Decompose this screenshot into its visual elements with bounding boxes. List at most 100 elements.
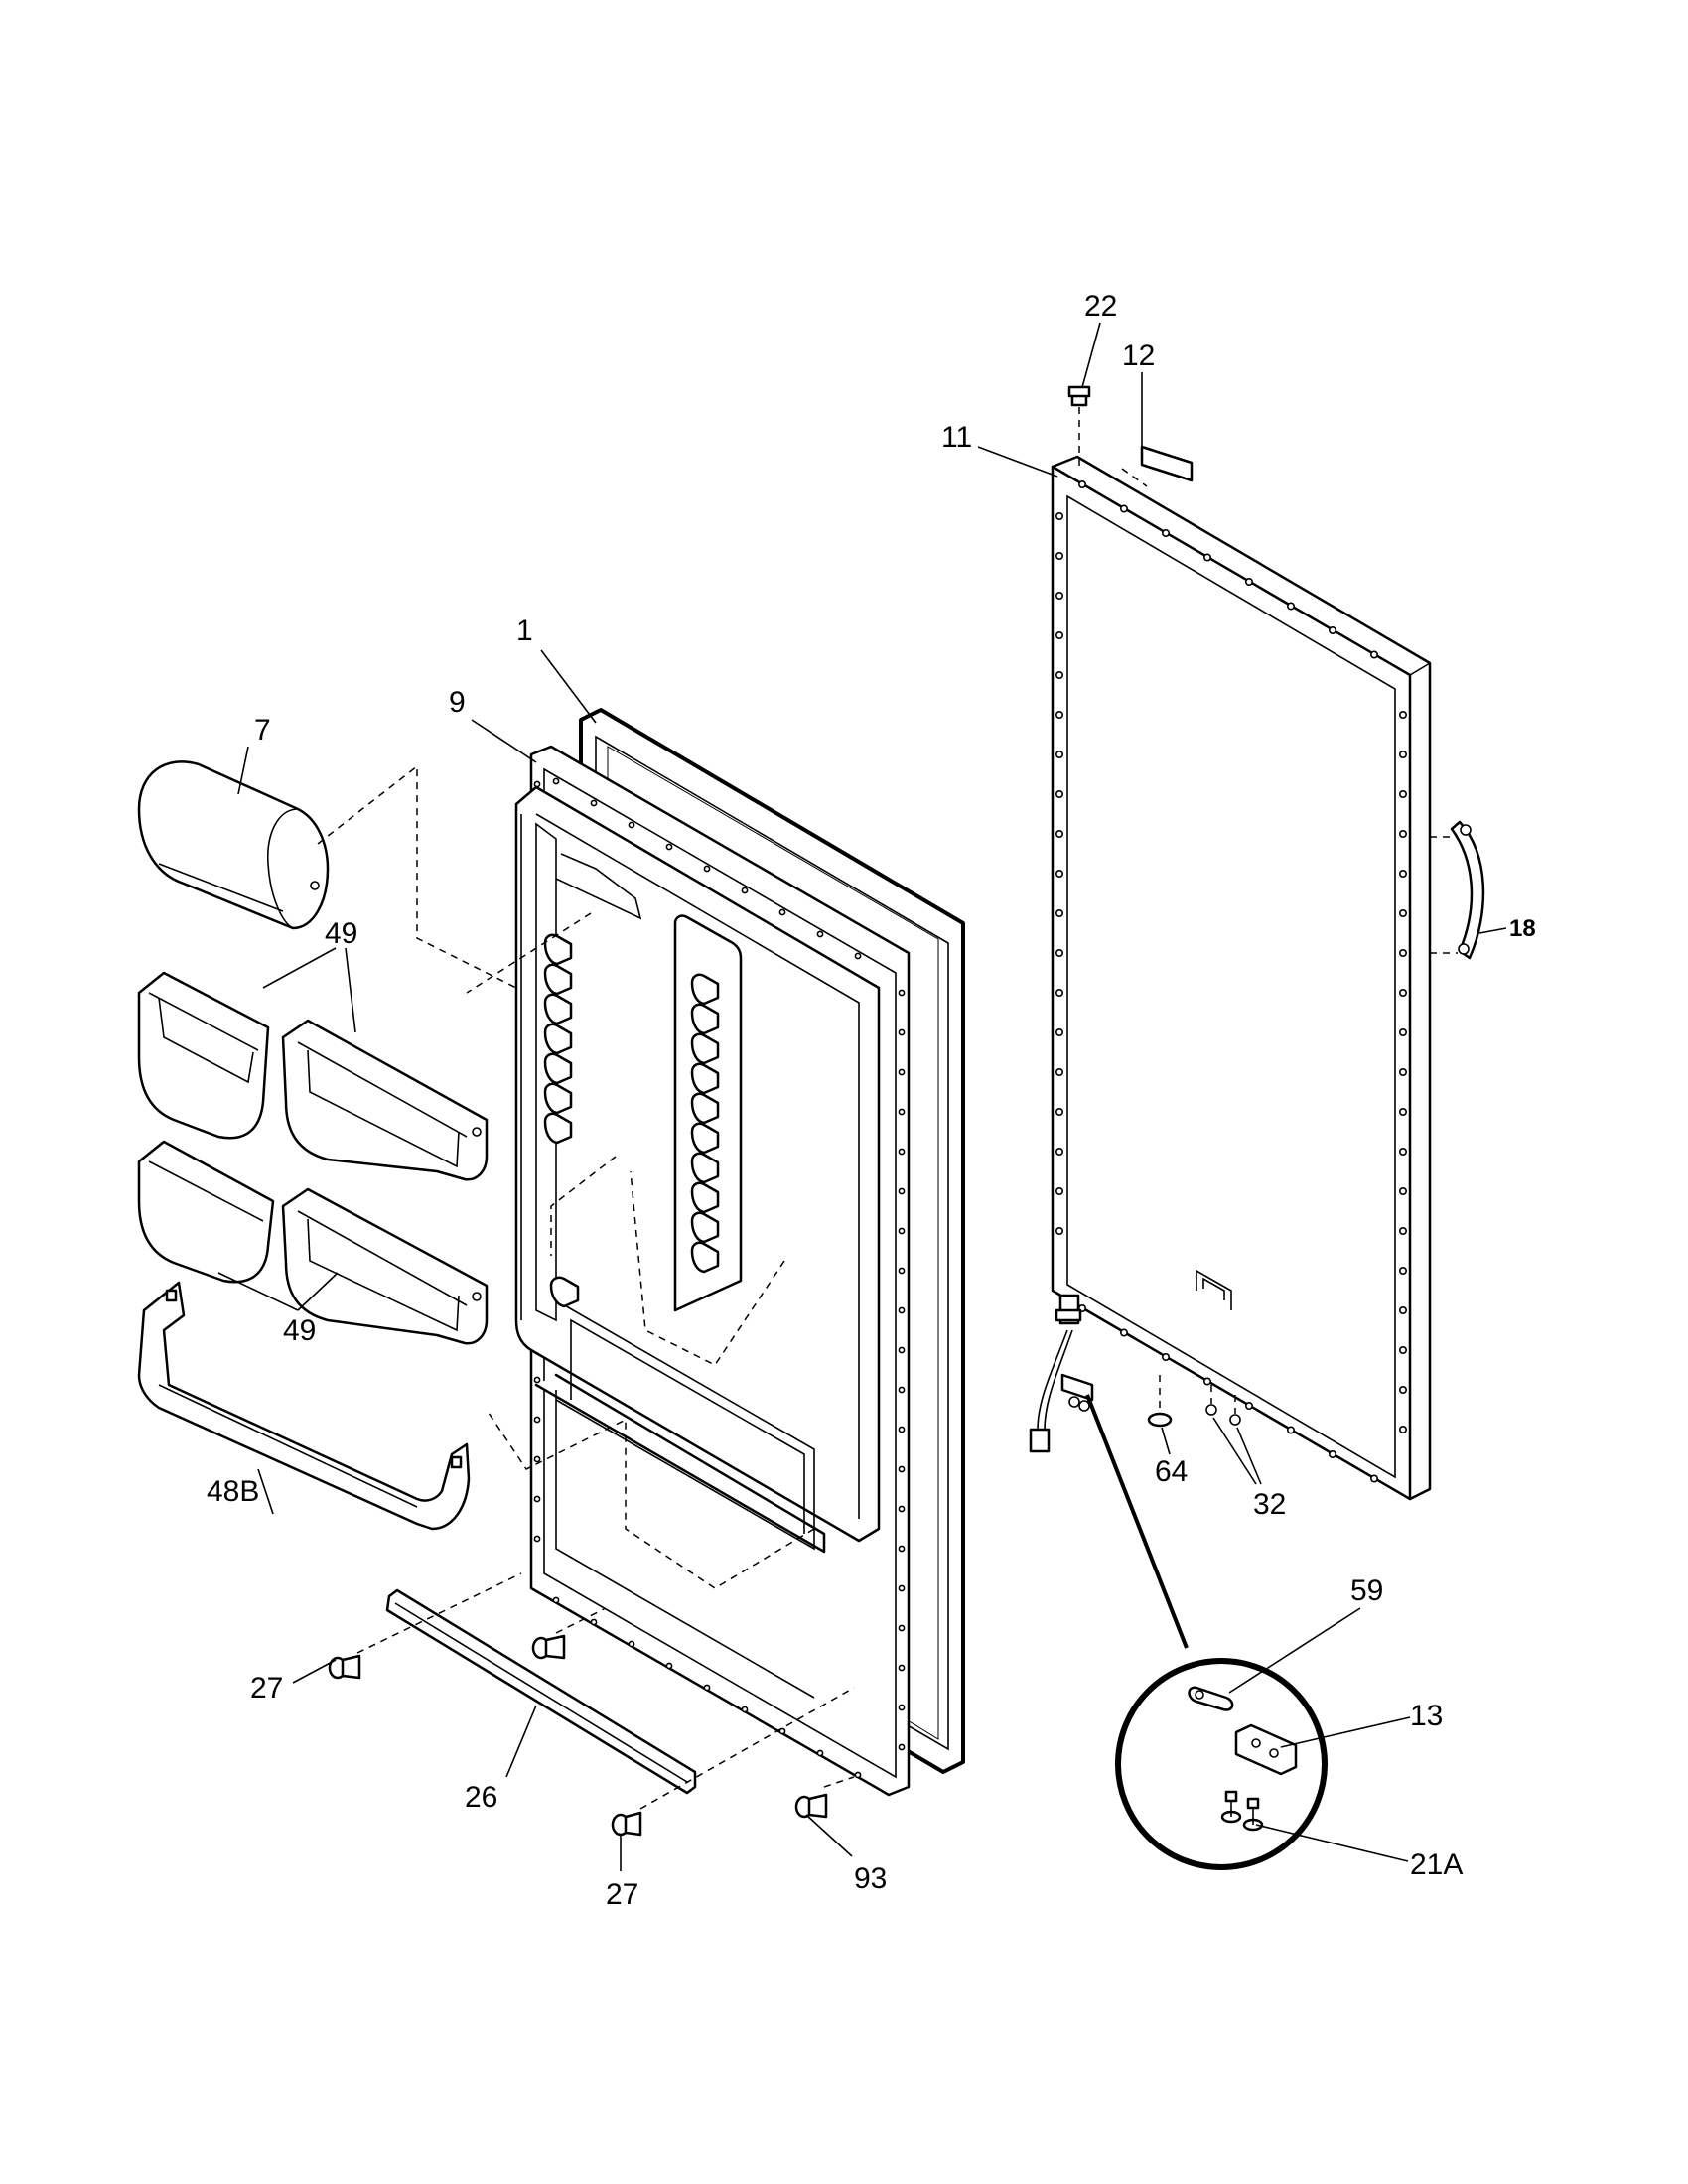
panel-hole [1399,908,1408,917]
liner-hole [898,1108,906,1116]
shelf-button [690,1181,720,1214]
liner-hole [898,1267,906,1275]
panel-hole [1203,1377,1212,1386]
liner-hole [533,1535,541,1543]
panel-hole [1078,479,1087,488]
shelf-button [543,1112,573,1145]
panel-hole [1120,504,1129,513]
callout-13: 13 [1410,1700,1443,1732]
liner-hole [552,777,560,785]
liner-hole [741,887,749,894]
panel-hole [1399,1267,1408,1276]
callout-1: 1 [516,614,533,647]
liner-hole [665,843,673,851]
hinge-pin-top [1067,385,1091,467]
liner-hole [665,1662,673,1670]
callout-22: 22 [1084,290,1117,323]
panel-hole [1055,591,1064,600]
panel-hole [1203,553,1212,562]
panel-hole [1399,1148,1408,1157]
door-bin-lower-left [137,1140,275,1284]
liner-hole [552,1596,560,1604]
label-plate [1121,445,1194,487]
liner-hole [533,780,541,788]
screw-93 [794,1793,828,1819]
panel-hole [1399,988,1408,997]
liner-hole [898,1743,906,1751]
callout-7: 7 [254,714,271,747]
callout-32: 32 [1253,1488,1286,1521]
liner-hole [816,930,824,938]
panel-hole [1287,602,1296,611]
panel-hole [1245,577,1254,586]
panel-hole [1399,1227,1408,1236]
liner-hole [898,1148,906,1156]
leader-lines [217,322,1507,1871]
panel-hole [1162,1353,1171,1362]
panel-hole [1055,670,1064,679]
door-shelf-liner [514,785,881,1699]
outer-door-panel [1051,455,1432,1501]
panel-hole [1245,1402,1254,1411]
panel-hole [1055,1187,1064,1196]
screw-top-center [531,1634,566,1660]
panel-hole [1399,869,1408,878]
liner-hole [590,1618,598,1626]
liner-hole [854,1771,862,1779]
panel-hole [1399,1426,1408,1434]
panel-hole [1055,630,1064,639]
panel-hole [1162,528,1171,537]
liner-hole [854,952,862,960]
callout-48b: 48B [207,1475,259,1508]
callout-93: 93 [854,1862,887,1895]
liner-hole [898,1426,906,1433]
callout-11: 11 [941,421,972,454]
panel-hole [1399,789,1408,798]
panel-hole [1399,710,1408,719]
callout-27-lower: 27 [606,1878,638,1911]
liner-hole [898,1584,906,1592]
hinge-detail-circle [1085,1394,1328,1870]
callout-12: 12 [1122,340,1155,372]
liner-hole [778,1727,786,1735]
door-bin-lower-right [281,1187,489,1345]
shelf-button [690,1003,720,1035]
callout-21a: 21A [1410,1848,1463,1881]
liner-hole [533,1455,541,1463]
shelf-button [690,1092,720,1125]
liner-hole [703,1684,711,1692]
liner-hole [816,1749,824,1757]
panel-hole [1329,625,1337,634]
liner-hole [898,1704,906,1711]
panel-hole [1370,1474,1379,1483]
panel-hole [1055,1227,1064,1236]
panel-hole [1055,789,1064,798]
panel-hole [1399,750,1408,758]
callout-49-upper: 49 [325,917,357,950]
bottom-trim-strip [385,1588,697,1795]
panel-hole [1399,1306,1408,1315]
panel-hole [1370,650,1379,659]
panel-hole [1399,829,1408,838]
panel-hole [1055,908,1064,917]
plug-27-upper [328,1654,361,1680]
liner-hole [628,1640,635,1648]
panel-hole [1055,1068,1064,1077]
shelf-button [543,1082,573,1115]
callout-59: 59 [1350,1574,1383,1607]
liner-hole [898,1346,906,1354]
door-handle [1430,820,1485,960]
plug-27-lower [611,1811,642,1837]
liner-hole [898,1545,906,1553]
callout-18: 18 [1509,915,1536,942]
liner-hole [898,989,906,997]
shelf-button [543,963,573,996]
washer [1147,1375,1173,1428]
shelf-button [543,1052,573,1085]
liner-hole [741,1706,749,1713]
door-bin-upper-right [281,1019,489,1181]
liner-hole [628,821,635,829]
liner-hole [898,1505,906,1513]
panel-hole [1055,551,1064,560]
